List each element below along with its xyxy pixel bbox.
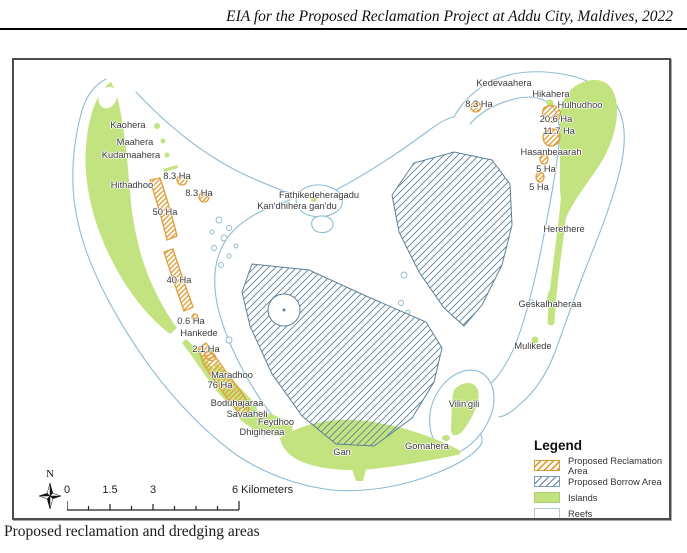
borrow-areas — [241, 151, 513, 447]
legend-item-reclamation: Proposed Reclamation Area — [534, 456, 664, 476]
scale-tick-label: 0 — [63, 484, 71, 496]
scale-end-label: 6 Kilometers — [232, 484, 294, 496]
legend-item-islands: Islands — [534, 491, 664, 504]
map-label: 5 Ha — [536, 164, 556, 174]
reclamation-areas — [149, 101, 562, 416]
scale-tick-label: 3 — [149, 484, 157, 496]
legend-title: Legend — [534, 438, 583, 453]
legend-item-label: Islands — [568, 492, 598, 503]
map-label: Fathikedeheragadu — [278, 190, 360, 200]
islands-layer — [85, 79, 618, 481]
legend: Legend Proposed Reclamation Area Propose… — [534, 438, 664, 519]
map-label: 0.6 Ha — [177, 316, 205, 326]
map-label: 5 Ha — [529, 182, 549, 192]
map-label: Maradhoo — [211, 370, 253, 380]
scale-bar: 0 1.5 3 6 Kilometers — [59, 484, 359, 514]
legend-item-label: Proposed Reclamation Area — [568, 455, 663, 476]
map-frame: Kaohera Maahera Kudamaahera 8.3 Ha Hitha… — [12, 58, 671, 520]
figure-caption: Proposed reclamation and dredging areas — [4, 523, 260, 540]
map-label: Hikahera — [532, 89, 570, 99]
legend-item-label: Reefs — [568, 508, 593, 519]
map-label: 20.6 Ha — [539, 114, 573, 124]
map-label: Maahera — [116, 137, 154, 147]
map-label: Feydhoo — [257, 417, 295, 427]
reclamation-hatch-swatch — [534, 460, 560, 471]
lagoon-patch-reefs — [207, 216, 535, 353]
north-arrow: N — [34, 468, 66, 516]
map-label: Savaaheli — [226, 409, 268, 419]
map-label: Geskalhaheraa — [518, 299, 582, 309]
map-canvas — [72, 71, 625, 492]
map-label: 11.7 Ha — [543, 126, 575, 136]
map-label: Dhigiheraa — [239, 427, 285, 437]
reefs-swatch — [534, 508, 560, 518]
map-label: Kan'dhihera gan'du — [257, 201, 337, 211]
legend-item-borrow: Proposed Borrow Area — [534, 475, 664, 488]
map-label: Hankede — [180, 328, 218, 338]
map-label: Hithadhoo — [110, 180, 154, 190]
map-label: Mulikede — [514, 341, 552, 351]
scale-tick-label: 1.5 — [102, 484, 118, 496]
header-title: EIA for the Proposed Reclamation Project… — [226, 8, 673, 25]
legend-item-label: Proposed Borrow Area — [568, 476, 662, 487]
islands-swatch — [534, 492, 560, 503]
map-label: 76 Ha — [207, 380, 233, 390]
map-label: Hulhudhoo — [557, 100, 603, 110]
map-label: 2.1 Ha — [192, 344, 220, 354]
scale-bar-ticks — [67, 501, 240, 511]
map-label: 8.3 Ha — [185, 188, 213, 198]
legend-item-reefs: Reefs — [534, 507, 664, 519]
page-header: EIA for the Proposed Reclamation Project… — [0, 0, 687, 30]
map-label: 40 Ha — [166, 275, 192, 285]
map-label: 8.3 Ha — [163, 171, 191, 181]
map-label: Vilin'gili — [448, 399, 480, 409]
map-label: Boduhajaraa — [210, 398, 264, 408]
map-label: 50 Ha — [152, 207, 178, 217]
map-label: Herethere — [543, 224, 585, 234]
map-label: Kudamaahera — [101, 150, 161, 160]
map-label: Gomahera — [405, 441, 449, 451]
map-label: Kedevaahera — [476, 78, 532, 88]
map-label: Gan — [333, 447, 351, 457]
map-label: Hasanbeaarah — [520, 147, 582, 157]
north-label: N — [46, 468, 54, 480]
map-label: Kaohera — [110, 120, 146, 130]
compass-rose-icon — [38, 482, 62, 510]
map-label: 8.3 Ha — [465, 99, 493, 109]
borrow-hatch-swatch — [534, 476, 560, 487]
